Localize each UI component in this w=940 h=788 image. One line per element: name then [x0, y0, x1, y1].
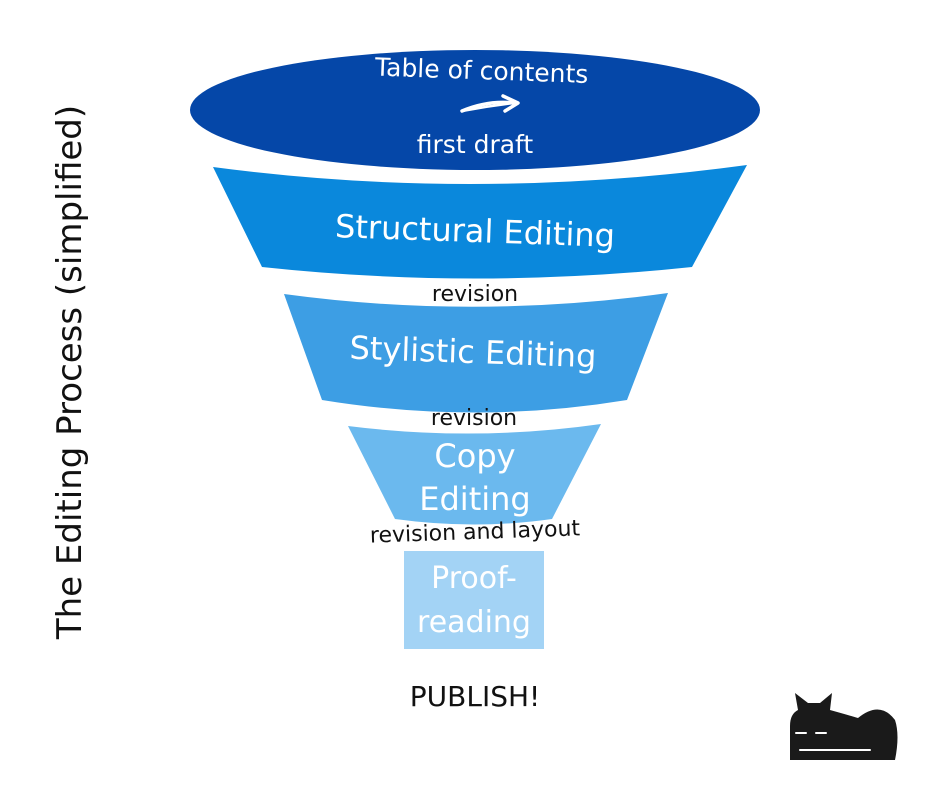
sleeping-cat-icon: [790, 693, 898, 760]
stage-stylistic-editing: [284, 293, 668, 413]
stage-proofreading-label-2: reading: [417, 605, 531, 640]
stage-proofreading: [404, 551, 544, 649]
arrow-right-icon: [460, 94, 520, 113]
stage-copy-editing-label-1: Copy: [434, 437, 516, 475]
diagram-title: The Editing Process (simplified): [50, 104, 90, 640]
stage-first-draft: [190, 50, 760, 170]
publish-label: PUBLISH!: [409, 680, 541, 713]
stage-copy-editing: [348, 424, 601, 525]
stage-copy-editing-label-2: Editing: [419, 480, 531, 518]
stage-structural-editing: [213, 165, 747, 279]
stage-proofreading-label-1: Proof-: [431, 561, 517, 596]
transition-label-1: revision: [431, 282, 519, 307]
stage-first-draft-label-2: first draft: [416, 130, 534, 159]
transition-label-2: revision: [430, 406, 518, 431]
